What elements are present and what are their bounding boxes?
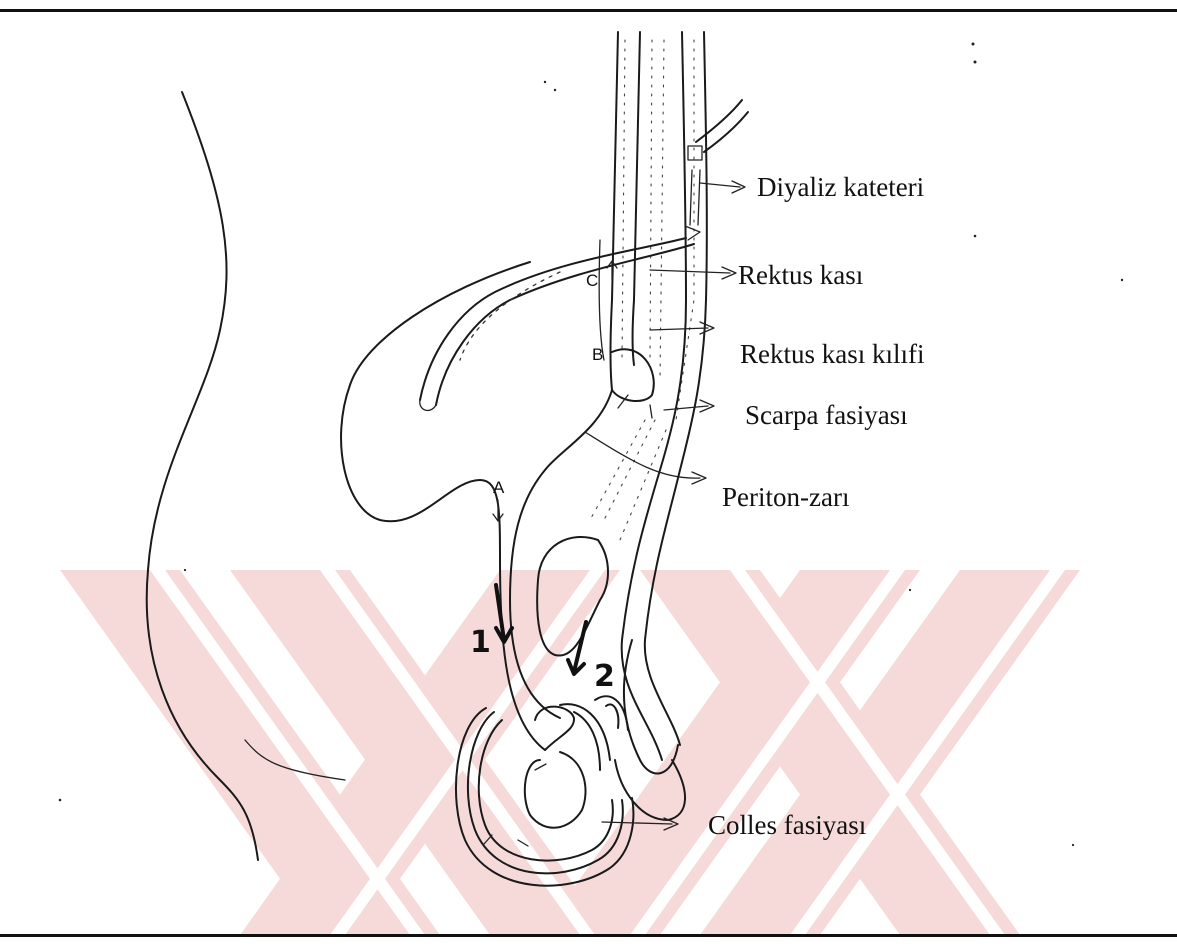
marker-2: 2	[594, 659, 615, 694]
top-rule	[0, 9, 1177, 12]
label-peritoneum: Periton-zarı	[722, 482, 849, 512]
catheter	[420, 100, 748, 410]
abdominal-wall	[590, 32, 707, 760]
marker-b: B	[592, 345, 603, 364]
label-rectus-sheath: Rektus kası kılıfi	[740, 339, 925, 369]
marker-a: A	[493, 478, 505, 497]
label-rectus-muscle: Rektus kası	[738, 260, 863, 290]
marker-c: C	[586, 271, 598, 290]
label-scarpa-fascia: Scarpa fasiyası	[745, 400, 908, 430]
watermark	[60, 570, 1080, 935]
label-dialysis-catheter: Diyaliz kateteri	[757, 172, 924, 202]
label-colles-fascia: Colles fasiyası	[708, 810, 866, 840]
marker-1: 1	[470, 625, 491, 660]
bottom-rule	[0, 934, 1177, 937]
